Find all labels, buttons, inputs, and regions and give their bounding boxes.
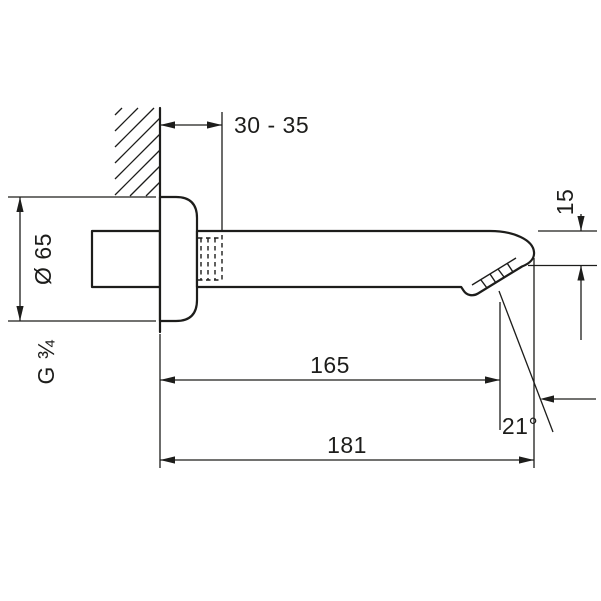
thread-size-label: G ¾ bbox=[33, 339, 59, 384]
arrow-down-icon bbox=[577, 216, 585, 231]
dim-spout-reach-label: 165 bbox=[310, 352, 350, 378]
dim-overall-length-label: 181 bbox=[327, 432, 367, 458]
arrow-left-icon bbox=[160, 121, 175, 129]
arrow-left-icon bbox=[160, 456, 175, 464]
spray-angle: 21° bbox=[498, 290, 596, 439]
spray-angle-label: 21° bbox=[502, 413, 538, 439]
arrow-down-icon bbox=[16, 306, 24, 321]
dim-tip-height: 15 bbox=[528, 189, 597, 340]
thread-pipe bbox=[90, 229, 162, 289]
dim-tip-height-label: 15 bbox=[552, 189, 578, 216]
arrow-right-icon bbox=[519, 456, 534, 464]
dim-flange-diameter-label: Ø 65 bbox=[30, 233, 56, 285]
arrow-up-icon bbox=[577, 265, 585, 281]
dim-overall-length: 181 bbox=[160, 258, 535, 468]
escutcheon bbox=[158, 195, 199, 323]
hidden-thread-dashed bbox=[198, 235, 223, 283]
dim-spout-reach: 165 bbox=[159, 302, 501, 468]
arrow-up-icon bbox=[16, 197, 24, 212]
arrow-right-icon bbox=[485, 376, 500, 384]
aerator-grille-icon bbox=[471, 257, 517, 289]
arrow-left-icon bbox=[160, 376, 175, 384]
spout-body bbox=[195, 229, 536, 297]
arrow-left-icon bbox=[540, 395, 554, 403]
dim-flange-diameter: Ø 65 bbox=[8, 196, 156, 322]
dim-wall-distance-label: 30 - 35 bbox=[234, 112, 309, 138]
arrow-right-icon bbox=[207, 121, 222, 129]
dim-wall-distance: 30 - 35 bbox=[160, 112, 309, 231]
wall-hatching bbox=[114, 107, 161, 197]
